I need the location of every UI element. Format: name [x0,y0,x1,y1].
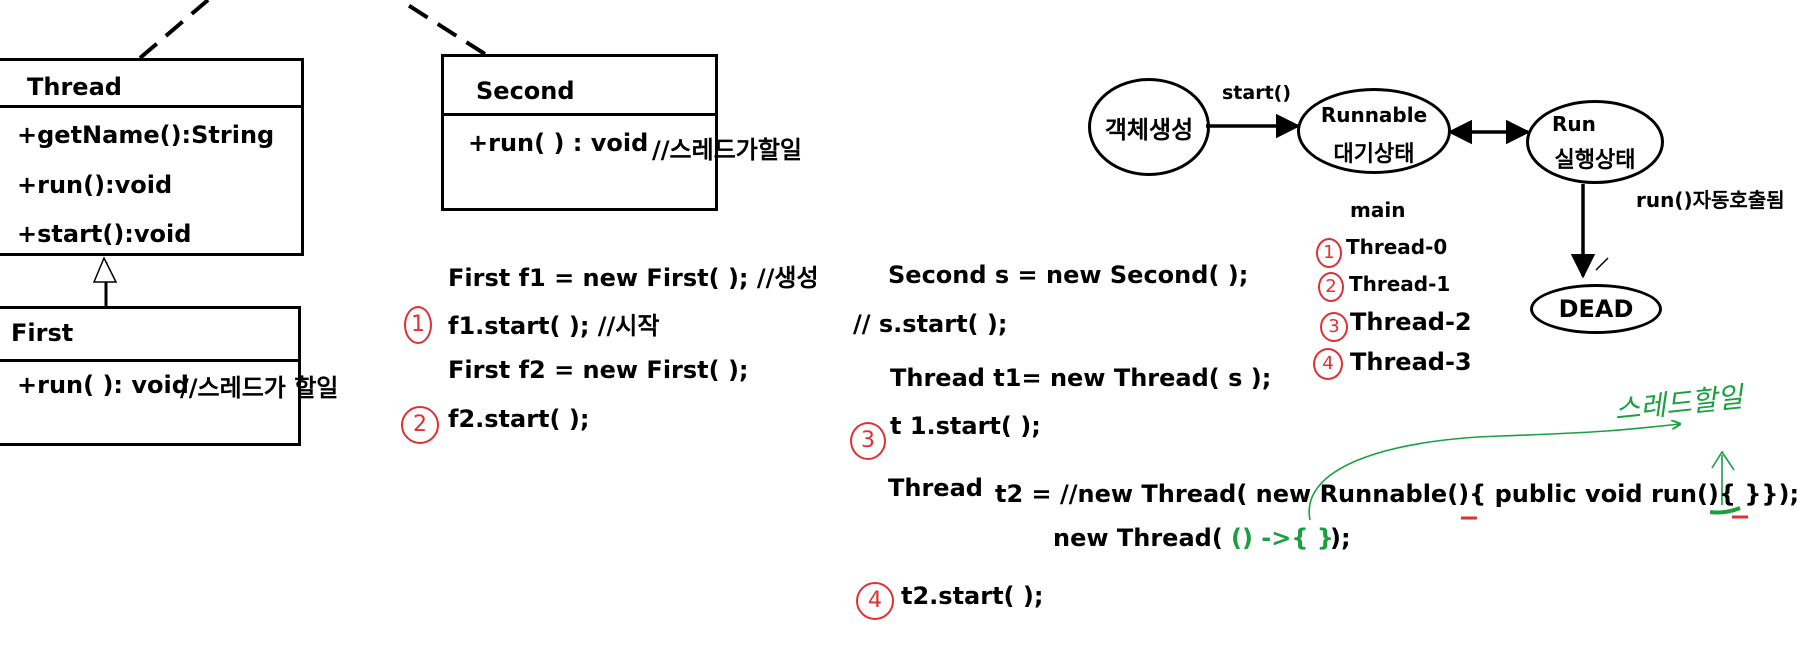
uml-second-member-run: +run( ) : void [468,129,649,157]
code-second-line-6a: new Thread( [1053,524,1223,552]
state-create [1088,78,1210,176]
code-second-thread-type: Thread [888,474,983,502]
state-run-ko: 실행상태 [1554,148,1636,173]
thread-0: Thread-0 [1346,235,1448,259]
marker-2-circle: 2 [401,406,439,444]
thread-2: Thread-2 [1350,308,1472,336]
uml-thread-member-start: +start():void [17,220,192,248]
uml-class-second: Second +run( ) : void [441,54,718,211]
uml-second-note: //스레드가할일 [652,136,803,164]
code-first-line-4: f2.start( ); [448,405,590,433]
uml-class-thread: Thread +getName():String +run():void +st… [0,58,304,256]
code-first-line-3: First f2 = new First( ); [448,356,749,384]
marker-1-circle: 1 [404,306,432,344]
uml-first-member-run: +run( ): void [17,371,189,399]
uml-thread-title: Thread [27,73,122,101]
state-runnable-en: Runnable [1320,103,1428,127]
code-second-line-4: t 1.start( ); [890,412,1041,440]
uml-first-note: //스레드가 할일 [180,374,339,402]
threads-header: main [1350,198,1406,222]
code-second-line-5: t2 = //new Thread( new Runnable(){ publi… [995,480,1800,508]
state-dead-label: DEAD [1558,295,1634,323]
state-run [1526,100,1664,184]
code-first-line-2: f1.start( ); //시작 [448,312,660,340]
green-annotation-curve [1308,424,1680,521]
code-second-line-6b: ); [1330,524,1351,552]
thread-marker-3: 3 [1320,312,1348,342]
code-second-line-3: Thread t1= new Thread( s ); [890,364,1272,392]
green-up-arrow [1711,450,1735,505]
thread-marker-4: 4 [1313,348,1343,380]
code-second-line-7: t2.start( ); [901,582,1044,610]
thread-marker-2: 2 [1318,272,1344,302]
code-second-line-2: // s.start( ); [853,310,1008,338]
green-underline [1709,506,1741,515]
state-run-en: Run [1552,112,1596,136]
thread-1: Thread-1 [1349,272,1451,296]
inheritance-triangle [92,256,118,283]
state-runnable [1297,88,1451,174]
dashed-realization-second [398,0,487,56]
state-dead [1530,284,1662,334]
start-label: start() [1222,82,1292,104]
uml-first-title: First [11,319,74,347]
auto-run-label: run()자동호출됨 [1636,188,1785,212]
marker-3-circle: 3 [850,422,886,460]
uml-thread-member-run: +run():void [17,171,173,199]
thread-marker-1: 1 [1316,238,1342,268]
dashed-realization-thread [138,0,210,60]
uml-class-first: First +run( ): void [0,306,301,446]
code-second-line-1: Second s = new Second( ); [888,261,1249,289]
state-create-label: 객체생성 [1104,116,1194,144]
uml-thread-member-getname: +getName():String [17,121,275,149]
uml-second-title: Second [476,77,575,105]
code-second-lambda: () ->{ } [1231,524,1334,552]
thread-3: Thread-3 [1350,348,1472,376]
marker-4-circle: 4 [856,582,894,620]
pen-scribble [1595,257,1609,271]
code-first-line-1: First f1 = new First( ); //생성 [448,264,819,292]
state-runnable-ko: 대기상태 [1333,142,1415,167]
